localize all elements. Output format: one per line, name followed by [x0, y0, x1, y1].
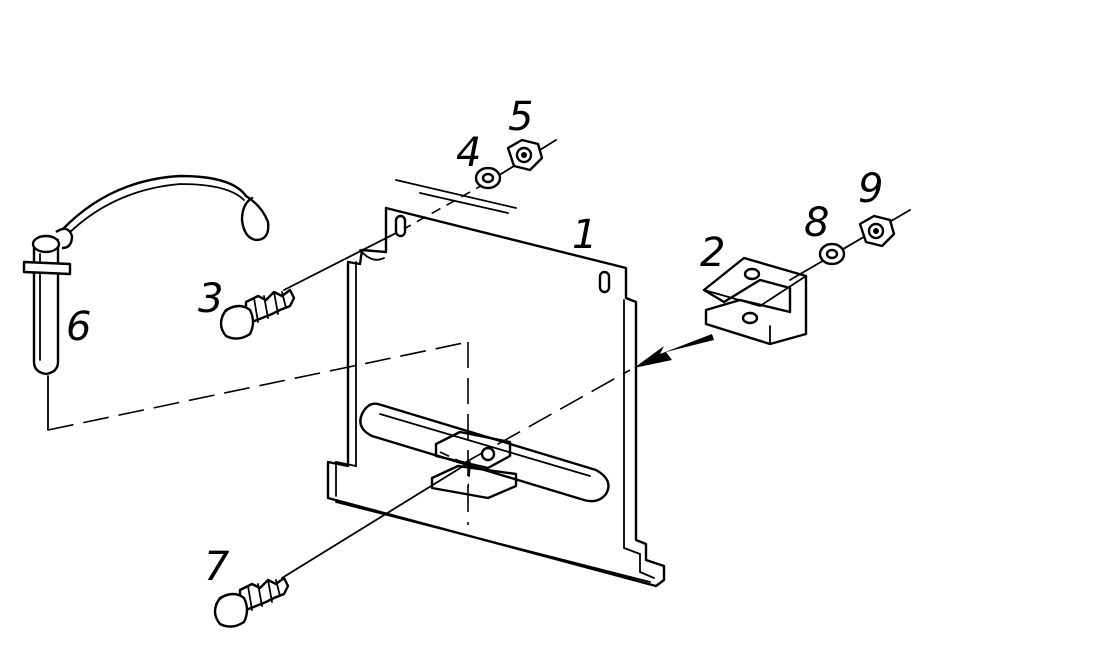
assembly-lines — [47, 139, 911, 579]
callout-7: 7 — [204, 544, 230, 590]
bracket-top-fold — [759, 275, 807, 307]
screw3-axis-line — [283, 229, 403, 291]
part-3-screw — [219, 288, 296, 340]
plate-slot-inner-edge — [379, 413, 591, 477]
screw7-head — [213, 592, 249, 628]
callout-4: 4 — [456, 130, 481, 176]
pin6-head — [31, 234, 61, 254]
nut9-bore-center — [873, 228, 879, 234]
callout-8: 8 — [804, 200, 829, 246]
plate-outline — [326, 206, 666, 588]
plate-top-left-slot — [394, 214, 407, 238]
nut5-bore-center — [521, 152, 527, 158]
plate-slide-block-upper — [434, 430, 512, 470]
callout-6: 6 — [66, 304, 91, 350]
part-6-lanyard-pin — [22, 174, 270, 376]
callout-2: 2 — [700, 230, 725, 276]
pin6-shank — [32, 238, 60, 376]
plate-slide-block-lower — [430, 464, 518, 500]
pin6-lanyard-cord-inner — [65, 183, 245, 237]
bracket-hole-top — [743, 267, 761, 281]
callout-5: 5 — [508, 94, 533, 140]
screw3-thread-turns — [253, 291, 287, 323]
pin6-lanyard-cord — [60, 174, 270, 242]
screw7-axis-line — [281, 461, 471, 579]
callout-9: 9 — [858, 166, 883, 212]
insertion-arrow — [634, 334, 714, 368]
screw3-head — [219, 304, 255, 340]
plate-slide-hole — [480, 446, 496, 462]
edge-hatch-line-a — [395, 179, 517, 209]
bracket-axis-line — [465, 369, 631, 463]
washer8-hole — [825, 248, 839, 260]
bracket-top-edge — [703, 289, 761, 307]
edge-hatch-line-b — [419, 192, 509, 214]
part-2-u-bracket — [634, 256, 808, 368]
callout-3: 3 — [198, 276, 223, 322]
part-1-mounting-plate — [326, 206, 666, 588]
screw7-head-rim — [215, 593, 237, 605]
part-4-washer — [474, 166, 502, 190]
part-7-screw — [213, 576, 290, 628]
screw3-head-rim — [221, 305, 243, 317]
plate-left-notch — [359, 249, 385, 261]
plate-right-flange-top — [625, 297, 637, 303]
callout-1: 1 — [572, 212, 597, 258]
part-8-washer — [818, 242, 846, 266]
plate-long-slot — [359, 402, 610, 503]
pin6-ring — [55, 227, 74, 250]
bracket-hole-bottom — [741, 311, 759, 325]
washer4-hole — [481, 172, 495, 184]
plate-right-flange — [623, 299, 655, 579]
pin6-cross-pin — [22, 260, 72, 276]
callout-labels: 1 2 3 4 5 6 7 8 9 — [66, 94, 883, 590]
part-5-nut — [506, 138, 544, 172]
plate-left-flange — [335, 261, 357, 497]
screw7-thread-turns — [247, 579, 281, 611]
plate-top-right-slot — [598, 270, 611, 294]
plate-bottom-edge — [335, 501, 651, 583]
pin-axis-line — [47, 341, 469, 431]
part-9-nut — [858, 214, 896, 248]
